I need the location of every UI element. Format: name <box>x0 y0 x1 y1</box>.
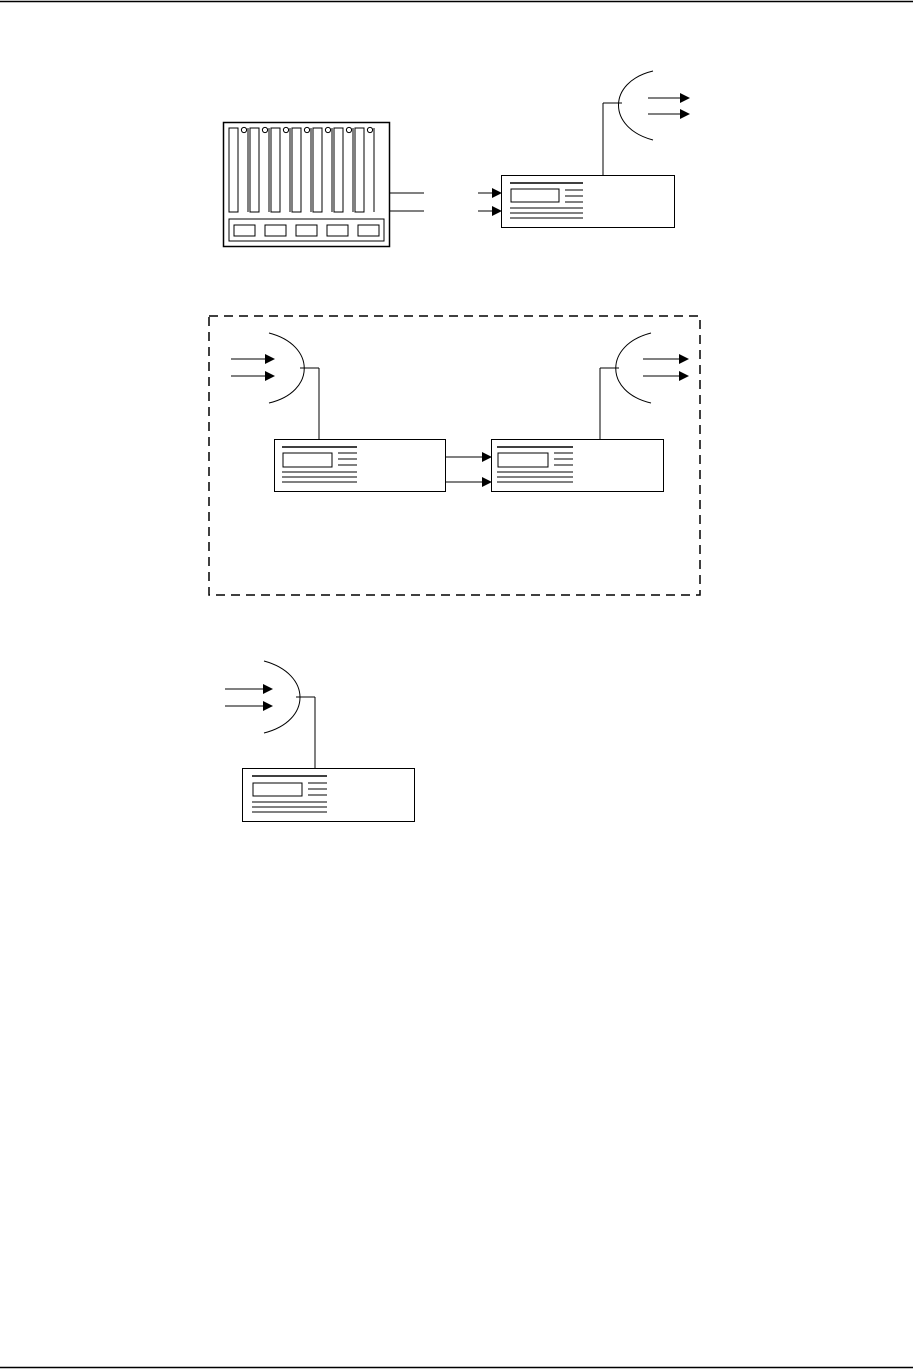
unit-display-window <box>253 783 302 796</box>
antenna-middle-left <box>231 333 319 439</box>
antenna-bottom <box>225 661 315 768</box>
card-rack-chassis <box>224 123 390 247</box>
transceiver-unit-top <box>502 176 675 228</box>
transceiver-unit-middle-right <box>492 440 664 492</box>
unit-display-window <box>511 189 559 202</box>
transceiver-unit-middle-left <box>275 440 446 492</box>
chassis-cables <box>389 193 424 211</box>
chassis-port <box>265 225 286 236</box>
antenna-top <box>603 71 689 175</box>
transceiver-unit-bottom <box>243 769 415 822</box>
chassis-port <box>296 225 317 236</box>
chassis-port <box>234 225 255 236</box>
chassis-port <box>327 225 348 236</box>
top-unit-input-arrows <box>478 193 501 211</box>
unit-display-window <box>283 453 332 467</box>
antenna-middle-right <box>600 333 688 439</box>
inter-unit-link-arrows <box>446 457 491 482</box>
chassis-port <box>358 225 379 236</box>
unit-display-window <box>498 453 548 467</box>
chassis-port-panel <box>229 219 384 241</box>
